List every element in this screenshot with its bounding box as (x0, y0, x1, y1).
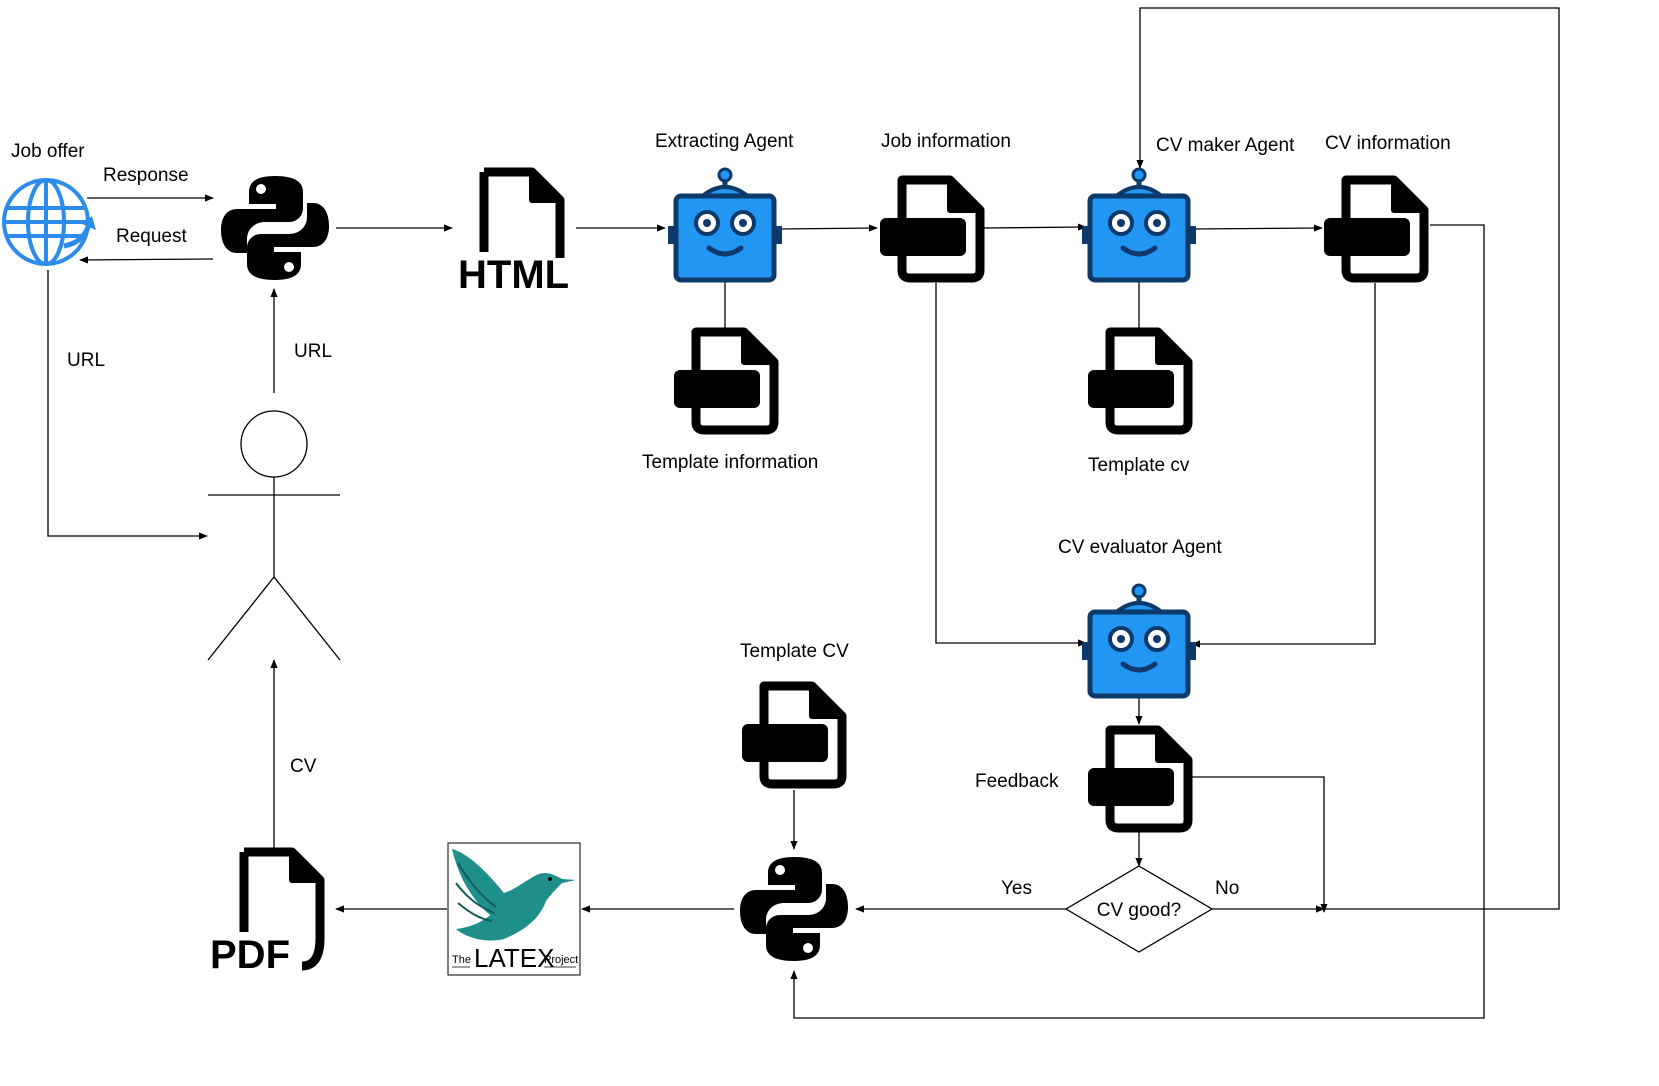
cv-maker-to-cv-info-arrow (1191, 224, 1323, 232)
job-information-json-icon: JSON (880, 180, 980, 278)
json-label: JSON (678, 376, 748, 404)
cv-good-decision: CV good? (1064, 865, 1214, 953)
extracting-agent-robot-icon (668, 169, 782, 280)
extracting-agent-label: Extracting Agent (655, 131, 794, 152)
latex-the-text: The (452, 954, 471, 966)
json-label: JSON (1328, 224, 1398, 252)
agent-to-job-info-arrow (777, 224, 878, 232)
request-label: Request (116, 226, 187, 247)
cv-maker-agent-robot-icon (1082, 169, 1196, 280)
template-cv-label-lower: Template CV (740, 641, 849, 662)
python-icon-top (221, 176, 329, 280)
user-stick-figure (207, 410, 341, 661)
cv-info-to-python-arrow (790, 224, 1485, 1019)
no-label: No (1215, 878, 1239, 899)
decision-label: CV good? (1097, 900, 1182, 921)
json-label: JSON (1092, 774, 1162, 802)
yes-label: Yes (1001, 878, 1032, 899)
pdf-file-icon: PDF (210, 852, 320, 977)
job-info-to-cv-maker-arrow (983, 223, 1087, 231)
url-label-left: URL (67, 350, 105, 371)
latex-project-text: Project (544, 954, 578, 966)
request-arrow (79, 256, 214, 264)
json-label: JSON (884, 224, 954, 252)
cv-evaluator-agent-label: CV evaluator Agent (1058, 537, 1222, 558)
connectors (47, 7, 1560, 1019)
job-information-label: Job information (881, 131, 1011, 152)
feedback-label: Feedback (975, 771, 1059, 792)
cv-information-json-icon: JSON (1324, 180, 1424, 278)
template-information-json-icon: JSON (674, 332, 774, 430)
json-label: JSON (1092, 376, 1162, 404)
html-file-icon: HTML (458, 172, 569, 297)
template-cv-label-upper: Template cv (1088, 455, 1190, 476)
latex-wordmark: LATEX (474, 943, 554, 973)
cv-maker-agent-label: CV maker Agent (1156, 135, 1295, 156)
job-info-to-evaluator-arrow (935, 283, 1087, 647)
template-cv-json-icon-upper: JSON (1088, 332, 1188, 430)
job-offer-label: Job offer (11, 141, 85, 162)
cv-information-label: CV information (1325, 133, 1451, 154)
pdf-file-label: PDF (210, 933, 290, 977)
latex-project-logo: The LATEX Project (447, 842, 581, 976)
globe-icon (2, 178, 96, 266)
cv-label: CV (290, 756, 317, 777)
cv-info-to-evaluator-arrow (1191, 283, 1376, 648)
template-cv-json-icon-lower: JSON (742, 686, 842, 784)
cv-evaluator-agent-robot-icon (1082, 585, 1196, 696)
python-icon-bottom (740, 857, 848, 961)
url-to-user-arrow (47, 270, 208, 540)
url-label-up: URL (294, 341, 332, 362)
json-label: JSON (746, 730, 816, 758)
labels: Job offer Response Request URL URL CV Ex… (11, 131, 1451, 899)
feedback-json-icon: JSON (1088, 730, 1188, 828)
template-information-label: Template information (642, 452, 818, 473)
loop-to-cv-maker-arrow (1136, 7, 1560, 910)
feedback-to-junction-arrow (1192, 776, 1328, 913)
response-label: Response (103, 165, 189, 186)
html-file-label: HTML (458, 253, 569, 297)
